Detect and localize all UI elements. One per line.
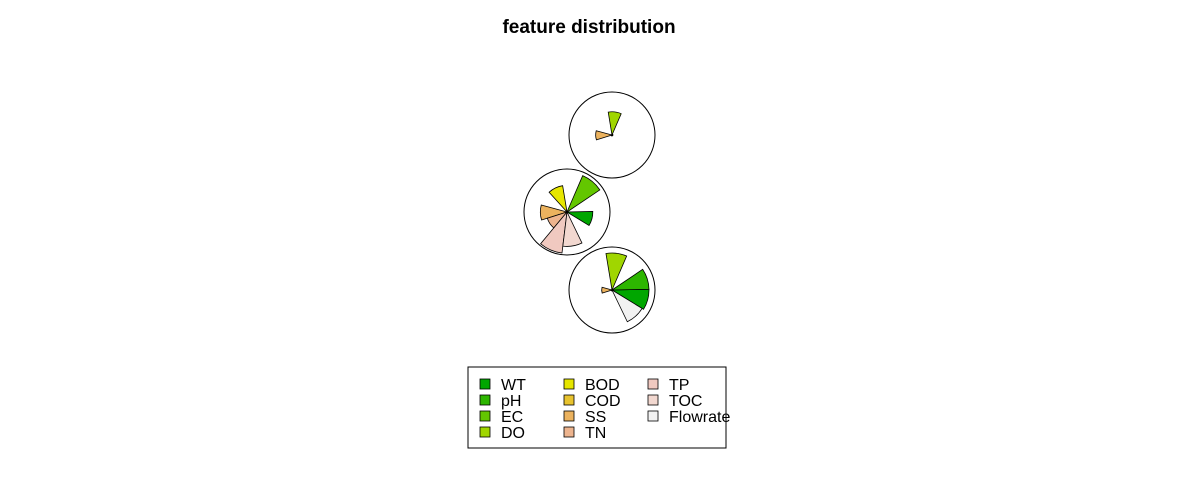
legend-swatch-cod bbox=[563, 394, 575, 406]
star-outline bbox=[568, 91, 656, 179]
segment-do bbox=[605, 252, 628, 292]
legend-label-do: DO bbox=[501, 425, 525, 442]
legend-label-ec: EC bbox=[501, 409, 523, 426]
segment-do bbox=[607, 111, 622, 137]
legend-label-ss: SS bbox=[585, 409, 606, 426]
segment-flowrate bbox=[611, 288, 643, 323]
legend-label-ph: pH bbox=[501, 393, 521, 410]
legend-label-cod: COD bbox=[585, 393, 621, 410]
legend-swatch-tn bbox=[563, 426, 575, 438]
segment-ph bbox=[610, 268, 650, 291]
star-outline bbox=[523, 168, 611, 256]
legend-swatch-ec bbox=[479, 410, 491, 422]
segment-ss bbox=[595, 130, 614, 141]
legend-label-tn: TN bbox=[585, 425, 606, 442]
star-outline bbox=[568, 246, 656, 334]
legend-swatch-bod bbox=[563, 378, 575, 390]
legend-label-bod: BOD bbox=[585, 377, 620, 394]
segment-wt bbox=[565, 211, 594, 227]
legend-box bbox=[467, 366, 727, 449]
star-plots bbox=[523, 91, 656, 334]
segment-tp bbox=[540, 210, 568, 254]
legend-swatch-ph bbox=[479, 394, 491, 406]
segment-bod bbox=[548, 185, 568, 214]
legend-label-toc: TOC bbox=[669, 393, 702, 410]
chart-title: feature distribution bbox=[502, 17, 675, 38]
segment-toc bbox=[562, 210, 583, 247]
star-2 bbox=[523, 168, 611, 256]
segment-ec bbox=[566, 175, 601, 214]
segment-ss bbox=[601, 286, 614, 294]
legend-label-tp: TP bbox=[669, 377, 689, 394]
legend-label-flowrate: Flowrate bbox=[669, 409, 730, 426]
segment-ss bbox=[539, 204, 569, 221]
star-1 bbox=[568, 91, 656, 179]
legend-swatch-wt bbox=[479, 378, 491, 390]
legend-swatch-tp bbox=[647, 378, 659, 390]
legend-swatch-do bbox=[479, 426, 491, 438]
legend-swatch-toc bbox=[647, 394, 659, 406]
legend-label-wt: WT bbox=[501, 377, 526, 394]
star-3 bbox=[568, 246, 656, 334]
legend-swatch-flowrate bbox=[647, 410, 659, 422]
legend-swatch-ss bbox=[563, 410, 575, 422]
segment-flowrate bbox=[611, 133, 614, 137]
